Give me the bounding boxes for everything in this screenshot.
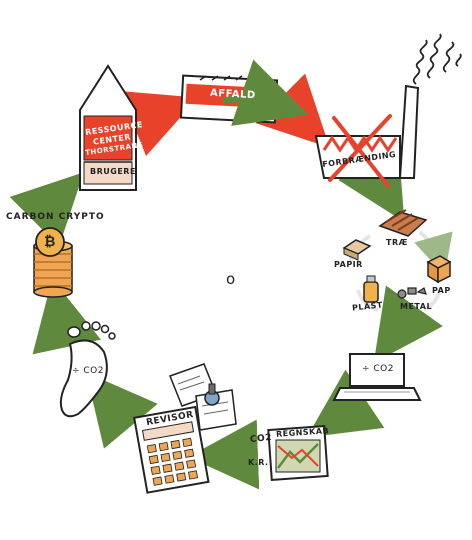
arrow-footprint-to-crypto: [32, 278, 102, 355]
stamp-icon: [204, 383, 220, 406]
wood-pallet-icon: [378, 209, 428, 237]
metal-scrap-icon: [397, 287, 427, 299]
calculator-icon: [133, 405, 210, 494]
plastic-bottle-icon: [363, 275, 379, 303]
papir-label: PAPIR: [334, 260, 363, 269]
crypto-label: CARBON CRYPTO: [6, 212, 105, 222]
cardboard-box-icon: [426, 255, 452, 284]
footprint-icon: [59, 321, 116, 418]
laptop-screen-text: ÷ CO2: [362, 364, 394, 374]
arrow-house-to-affald: [120, 91, 198, 157]
paper-stack-icon: [342, 239, 372, 261]
arrow-revisor-to-footprint: [86, 372, 158, 449]
affald-green-arrow: [222, 59, 309, 126]
footprint-text: ÷ CO2: [72, 366, 104, 376]
trae-label: TRÆ: [386, 238, 408, 247]
bitcoin-coin-icon: [35, 227, 65, 257]
house-footer: BRUGERE: [90, 167, 136, 176]
affald-label: AFFALD: [209, 87, 256, 102]
regnskab-kr-label: K.R.: [248, 458, 269, 467]
arrow-affald-to-forbraending: [255, 73, 330, 148]
regnskab-chart: [267, 425, 329, 481]
smoke-icon: [412, 33, 462, 85]
arrow-regnskab-to-revisor: [188, 419, 260, 490]
ressource-center-house: [79, 64, 137, 191]
arrow-sorting-to-laptop: [373, 285, 443, 363]
metal-label: METAL: [400, 302, 433, 311]
forbraending-furnace: [314, 84, 420, 188]
center-label: o: [226, 270, 236, 288]
bitcoin-symbol: ₿: [44, 234, 56, 250]
arrow-forbraending-to-sorting: [338, 143, 405, 223]
pap-label: PAP: [432, 286, 451, 295]
arrow-laptop-to-regnskab: [306, 369, 385, 438]
laptop-icon: [332, 353, 422, 401]
arrow-crypto-to-house: [9, 172, 84, 247]
